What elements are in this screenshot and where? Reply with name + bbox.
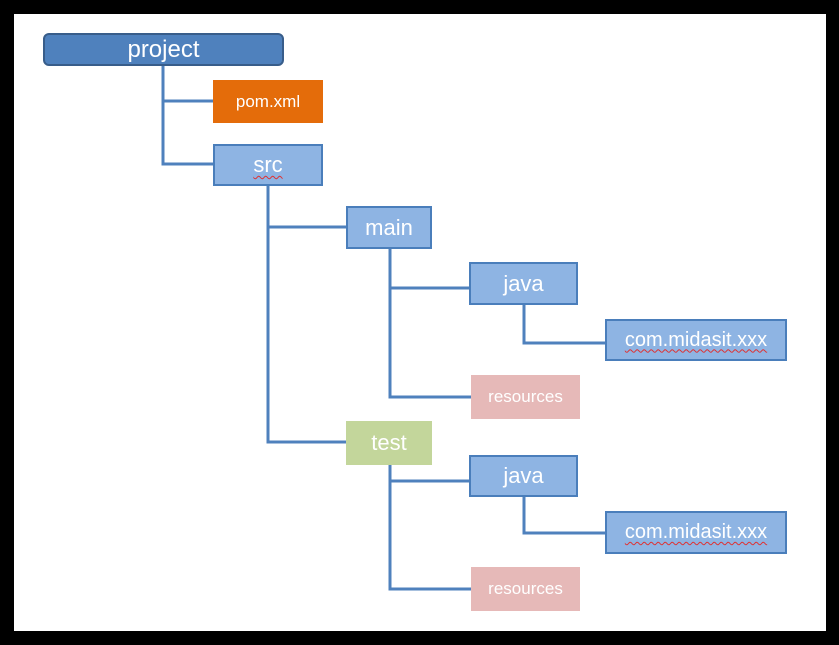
connector-test-java-pkg xyxy=(522,494,607,535)
node-test-resources: resources xyxy=(471,567,580,611)
node-main-package: com.midasit.xxx xyxy=(605,319,787,361)
connector-test-java xyxy=(388,463,471,483)
node-main-package-label: com.midasit.xxx xyxy=(624,328,768,351)
connector-main-java xyxy=(388,246,471,290)
node-test: test xyxy=(346,421,432,465)
node-test-package-label: com.midasit.xxx xyxy=(624,521,768,543)
connector-test-resources xyxy=(388,479,473,591)
connector-src-test xyxy=(266,225,348,444)
node-main: main xyxy=(346,206,432,249)
node-test-package: com.midasit.xxx xyxy=(605,511,787,554)
connector-main-resources xyxy=(388,286,473,399)
node-test-java: java xyxy=(469,455,578,497)
connector-main-java-pkg xyxy=(522,302,607,345)
connector-project-src xyxy=(161,99,215,166)
node-main-resources: resources xyxy=(471,375,580,419)
connector-src-main xyxy=(266,184,348,229)
node-src-label: src xyxy=(253,152,283,177)
node-pom-xml: pom.xml xyxy=(213,80,323,123)
node-project: project xyxy=(43,33,284,66)
node-main-java: java xyxy=(469,262,578,305)
node-src: src xyxy=(213,144,323,186)
connector-project-pom xyxy=(161,63,215,103)
